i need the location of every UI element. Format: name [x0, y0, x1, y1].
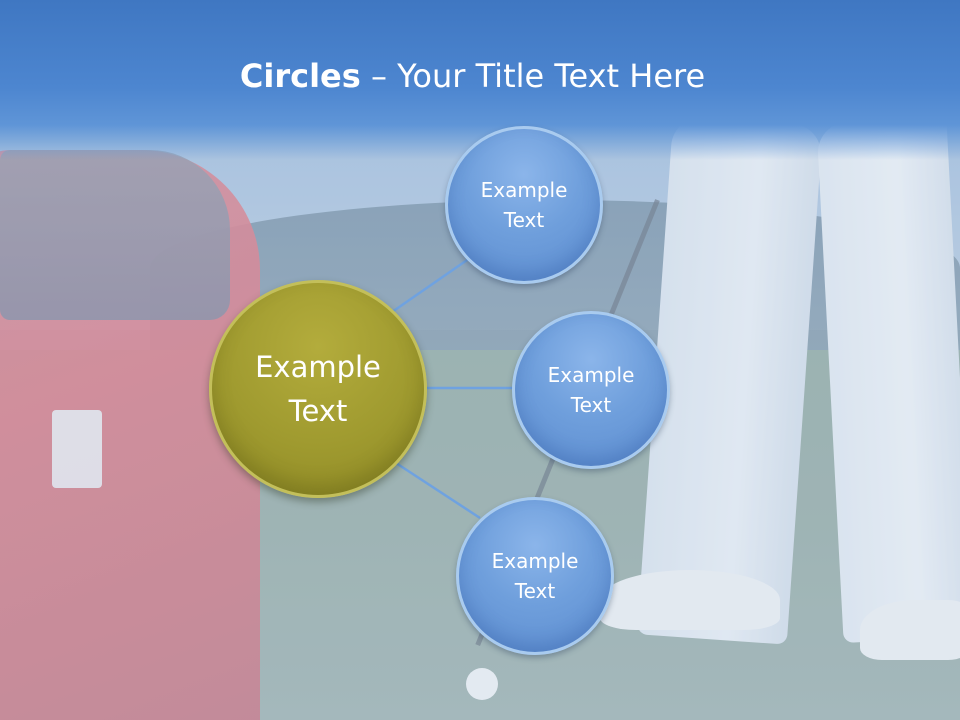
- background-golf-ball: [466, 668, 498, 700]
- circle-top[interactable]: Example Text: [445, 126, 603, 284]
- slide-title: Circles – Your Title Text Here: [0, 52, 945, 100]
- circle-bottom-label: Example Text: [491, 549, 579, 603]
- circle-middle[interactable]: Example Text: [512, 311, 670, 469]
- connector-top: [391, 256, 471, 314]
- background-golf-bag-top: [0, 150, 230, 320]
- circle-bottom[interactable]: Example Text: [456, 497, 614, 655]
- slide-title-bold: Circles: [239, 57, 361, 95]
- connector-bottom: [395, 461, 481, 520]
- title-band: [0, 0, 960, 160]
- background-bag-tag: [52, 410, 102, 488]
- center-circle[interactable]: Example Text: [209, 280, 427, 498]
- background-golf-shoe-right: [860, 600, 960, 660]
- circle-middle-label: Example Text: [547, 363, 635, 417]
- circle-top-label: Example Text: [480, 178, 568, 232]
- background-golf-shoe-left: [600, 570, 780, 630]
- slide-title-rest: – Your Title Text Here: [360, 57, 706, 95]
- center-circle-label: Example Text: [255, 350, 381, 428]
